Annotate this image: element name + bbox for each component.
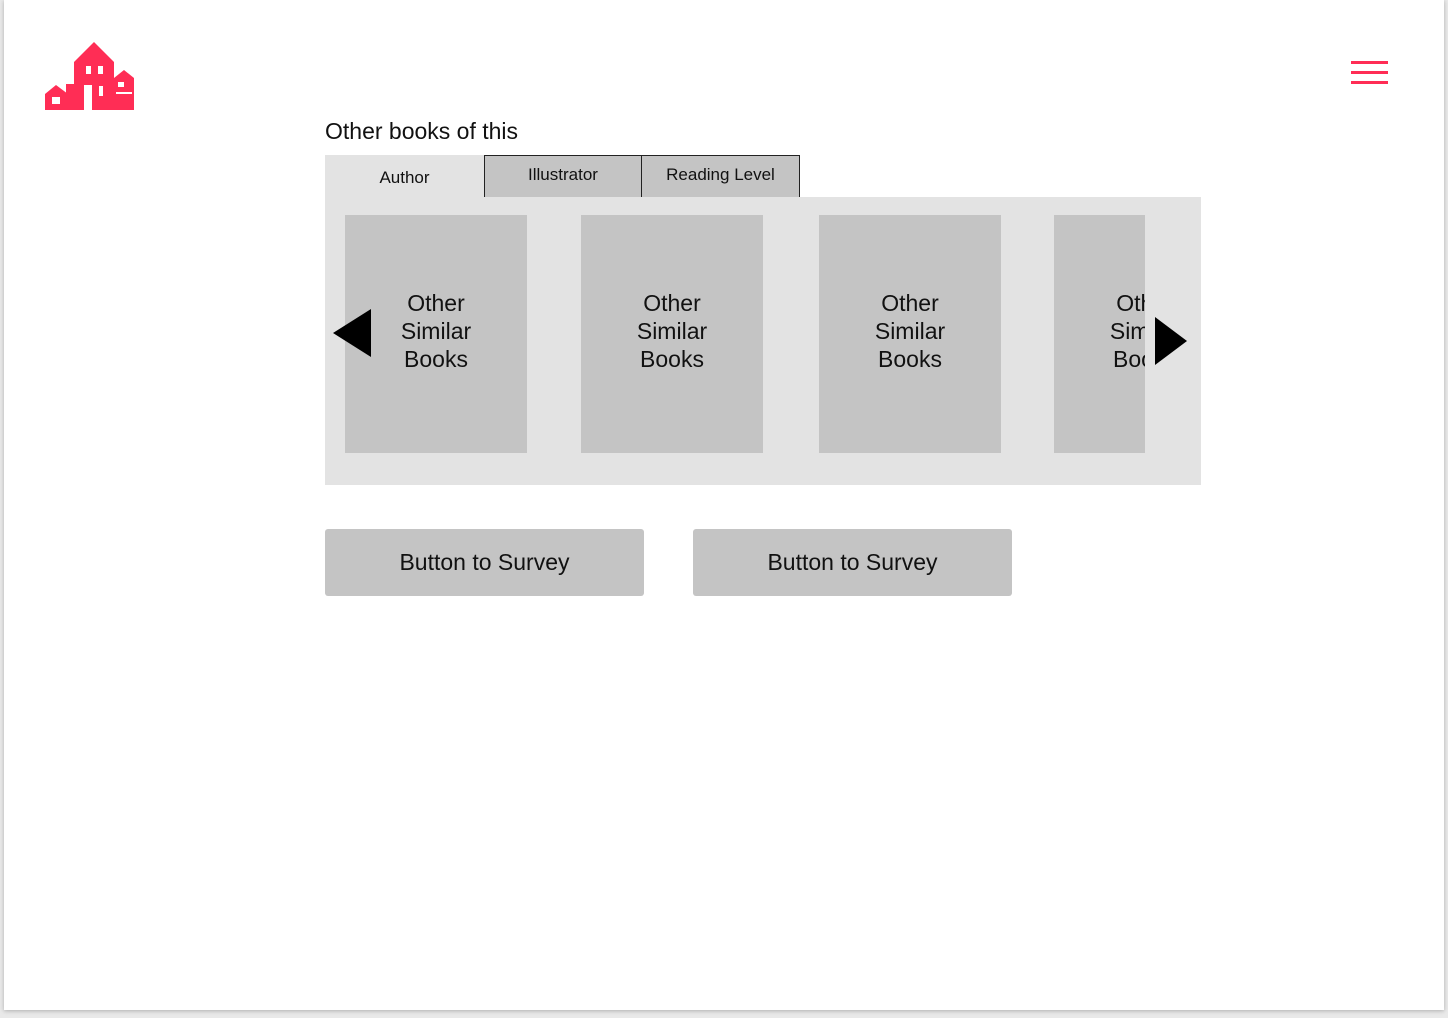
tab-author[interactable]: Author: [325, 155, 484, 197]
book-card[interactable]: Other Similar Books: [581, 215, 763, 453]
book-label: Other Similar Books: [1109, 290, 1145, 372]
book-label: Other Similar Books: [874, 290, 946, 372]
tab-label: Reading Level: [666, 164, 775, 184]
hamburger-menu-icon[interactable]: [1348, 58, 1390, 90]
book-card[interactable]: Other Similar Books: [1054, 215, 1145, 453]
book-label: Other Similar Books: [400, 290, 472, 372]
tab-label: Illustrator: [528, 164, 598, 184]
survey-button-label: Button to Survey: [399, 549, 570, 575]
book-card[interactable]: Other Similar Books: [345, 215, 527, 453]
survey-button-label: Button to Survey: [767, 549, 938, 575]
triangle-right-icon[interactable]: [1155, 317, 1187, 365]
page-frame: Other books of this Author Illustrator R…: [4, 0, 1444, 1010]
triangle-left-icon[interactable]: [333, 309, 371, 357]
book-label: Other Similar Books: [636, 290, 708, 372]
tab-reading-level[interactable]: Reading Level: [641, 155, 800, 197]
survey-button[interactable]: Button to Survey: [325, 529, 644, 596]
book-card[interactable]: Other Similar Books: [819, 215, 1001, 453]
section-title: Other books of this: [325, 118, 519, 144]
tab-label: Author: [379, 168, 430, 187]
survey-button[interactable]: Button to Survey: [693, 529, 1012, 596]
book-carousel: Other Similar Books Other Similar Books …: [325, 197, 1201, 485]
tab-illustrator[interactable]: Illustrator: [484, 155, 642, 197]
school-building-icon[interactable]: [44, 38, 138, 112]
